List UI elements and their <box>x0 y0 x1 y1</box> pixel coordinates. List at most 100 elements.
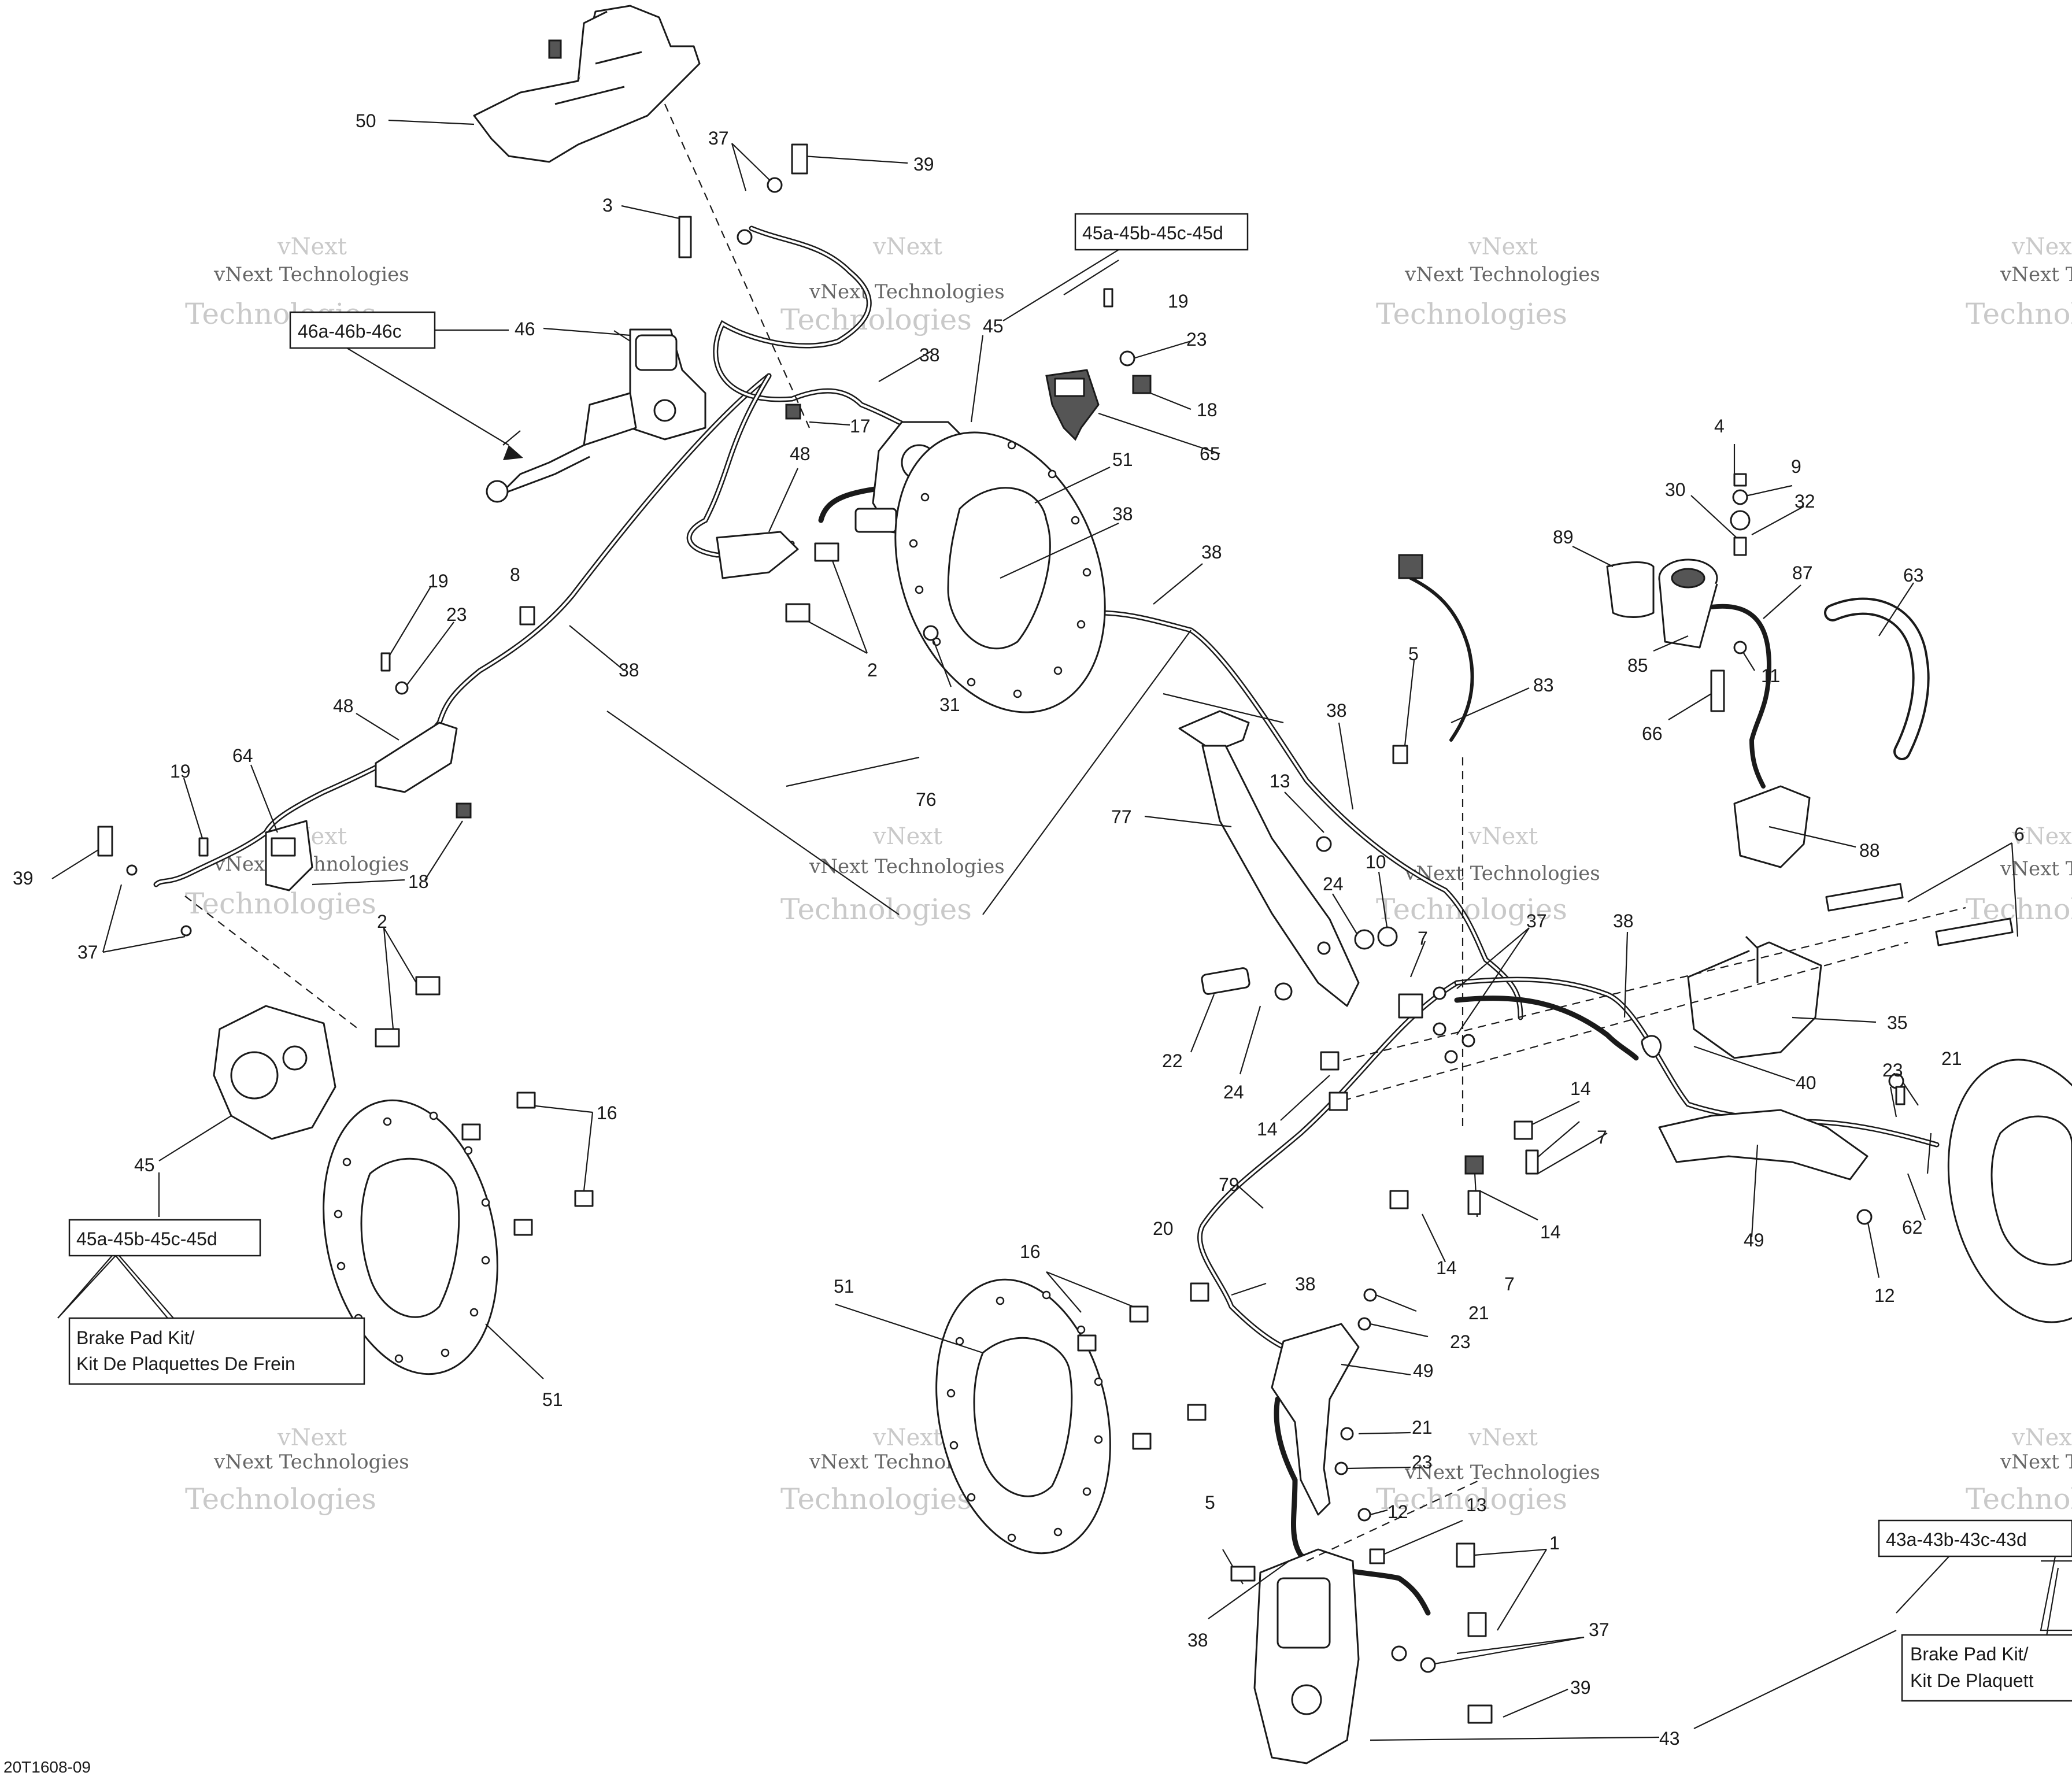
leader <box>1751 506 1804 535</box>
leader <box>1190 994 1215 1053</box>
callout-1: 1 <box>1549 1533 1560 1553</box>
leader <box>1046 1271 1134 1308</box>
pin-7c <box>1467 1190 1481 1215</box>
callout-9: 9 <box>1791 456 1801 477</box>
callout-numbers: 50 37 39 3 45 46 38 19 23 18 65 17 48 51… <box>3 110 2025 1776</box>
washer-37h <box>1444 1050 1458 1064</box>
watermark-text: vNext Technologies <box>213 1451 409 1474</box>
watermark-text: vNext <box>1468 823 1538 850</box>
nut-12 <box>1856 1209 1873 1225</box>
part-51-disc-top <box>894 431 1106 713</box>
figure-id: 20T1608-09 <box>3 1758 91 1776</box>
leader <box>731 143 775 186</box>
leader <box>1866 1219 1880 1278</box>
callout-63: 63 <box>1903 565 1924 586</box>
washer-23 <box>1119 350 1135 367</box>
nut-14b <box>1329 1092 1348 1111</box>
leader <box>786 756 920 787</box>
bolt-19c <box>198 837 209 857</box>
watermark-text: vNext Technologies <box>213 263 409 286</box>
callout-77: 77 <box>1111 806 1132 827</box>
washer-37e <box>1433 986 1446 1000</box>
leader <box>1404 660 1415 746</box>
leader <box>543 327 631 336</box>
box-46-text: 46a-46b-46c <box>298 321 402 342</box>
box-46-variants: 46a-46b-46c <box>289 311 523 460</box>
callout-37c: 37 <box>1526 911 1547 931</box>
leader <box>1346 1466 1411 1470</box>
leader <box>1456 927 1530 989</box>
nut-14a <box>1320 1051 1340 1071</box>
callout-23e: 23 <box>1412 1452 1433 1472</box>
watermark-text: Technologies <box>1966 297 2072 331</box>
washer-10 <box>1377 926 1398 947</box>
callout-20: 20 <box>1153 1218 1174 1239</box>
leader <box>312 879 405 886</box>
leader <box>1208 1560 1290 1619</box>
brake-line-right-cross <box>1454 996 1639 1061</box>
leader <box>982 630 1192 915</box>
watermark-text: Technologies <box>1376 297 1567 331</box>
leader <box>621 205 686 221</box>
leader <box>356 713 399 741</box>
callout-38g: 38 <box>1295 1274 1316 1294</box>
leader <box>1231 1282 1267 1296</box>
bolt-2b <box>785 603 811 623</box>
washer-37 <box>767 177 783 193</box>
leader <box>1537 1133 1608 1174</box>
bolt-3 <box>678 216 692 258</box>
callout-14d: 14 <box>1436 1257 1457 1278</box>
callout-4: 4 <box>1714 416 1725 436</box>
washer-37j <box>1420 1657 1436 1673</box>
callout-2b: 2 <box>377 911 387 932</box>
leader <box>115 1251 174 1319</box>
leader <box>1497 1549 1547 1631</box>
nut-4 <box>1733 473 1747 487</box>
leader <box>613 330 631 342</box>
callout-12b: 12 <box>1388 1501 1408 1522</box>
leader <box>1046 1271 1082 1313</box>
part-35-bracket <box>1687 935 1822 1059</box>
leader <box>102 884 123 953</box>
callout-14c: 14 <box>1540 1222 1561 1242</box>
leader <box>1332 893 1359 937</box>
box-45-top-text: 45a-45b-45c-45d <box>1082 223 1223 243</box>
callout-51c: 51 <box>834 1276 854 1297</box>
watermark-text: vNext Technologies <box>1404 862 1600 885</box>
callout-51b: 51 <box>542 1389 563 1410</box>
callout-7: 7 <box>1418 928 1428 949</box>
sensor-wire-83 <box>1409 576 1474 742</box>
callout-35: 35 <box>1887 1012 1908 1033</box>
bolt-5 <box>1392 745 1408 764</box>
callout-38d: 38 <box>619 660 639 680</box>
reservoir-hose-87 <box>1709 604 1772 789</box>
part-63-hose <box>1824 597 1930 760</box>
leader <box>569 625 625 671</box>
watermark-text: vNext <box>1468 234 1538 260</box>
dash-line <box>1329 941 1908 1105</box>
leader <box>803 155 908 164</box>
leader <box>809 421 850 426</box>
leader <box>250 764 279 833</box>
callout-7b: 7 <box>1597 1127 1607 1148</box>
leader <box>1098 412 1220 455</box>
watermark-text: Technologies <box>780 303 972 336</box>
callout-31: 31 <box>939 694 960 715</box>
leader <box>387 586 431 660</box>
leader <box>1280 1075 1330 1121</box>
callout-7c: 7 <box>1504 1274 1515 1294</box>
bolt-21 <box>1895 1086 1906 1105</box>
watermark-3: vNext vNext Technologies Technologies <box>1376 234 1600 331</box>
leader <box>1237 1185 1264 1209</box>
washer-37f <box>1433 1022 1446 1036</box>
dash-line <box>664 103 811 428</box>
washer-24b <box>1274 982 1293 1001</box>
callout-48b: 48 <box>333 695 354 716</box>
leader <box>1889 1086 1897 1118</box>
part-51-disc-right <box>1947 1059 2072 1323</box>
leader <box>583 1112 594 1192</box>
bolt-19 <box>1103 288 1113 308</box>
watermark-text: vNext <box>872 1424 942 1451</box>
watermark-text: Technologies <box>1966 893 2072 926</box>
leader <box>1531 1121 1580 1163</box>
